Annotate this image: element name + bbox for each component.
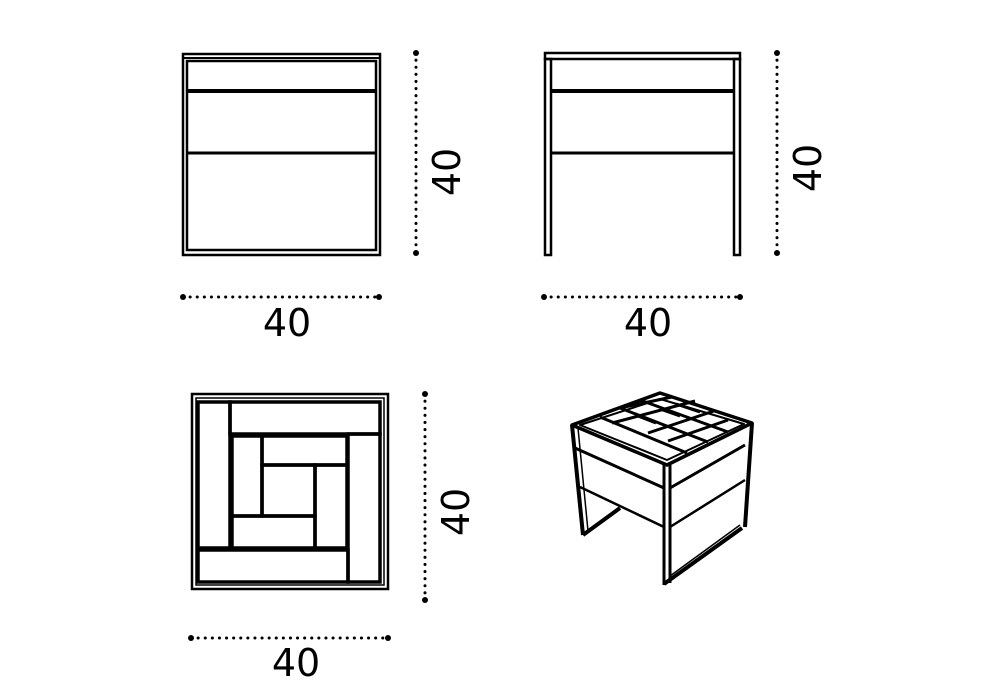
top-depth-label: 40 — [434, 488, 478, 536]
side-view — [543, 51, 742, 257]
top-width-dimension: 40 — [188, 635, 391, 685]
top-view — [190, 392, 390, 591]
side-right-leg — [732, 57, 742, 257]
front-width-dimension: 40 — [180, 294, 382, 345]
front-width-label: 40 — [263, 301, 311, 345]
top-parquet-pattern — [196, 400, 382, 584]
front-height-dimension: 40 — [413, 50, 469, 256]
front-height-label: 40 — [425, 148, 469, 196]
side-height-label: 40 — [786, 144, 830, 192]
front-view — [181, 52, 382, 257]
front-outer-frame — [181, 52, 382, 257]
side-left-leg — [543, 57, 553, 257]
side-top — [543, 51, 742, 61]
front-inner-frame — [185, 59, 378, 252]
top-width-label: 40 — [272, 641, 320, 685]
side-height-dimension: 40 — [774, 50, 830, 256]
side-width-dimension: 40 — [541, 294, 743, 345]
side-width-label: 40 — [624, 301, 672, 345]
perspective-view — [570, 391, 754, 586]
perspective-top-pattern — [599, 395, 729, 455]
top-depth-dimension: 40 — [422, 391, 478, 603]
